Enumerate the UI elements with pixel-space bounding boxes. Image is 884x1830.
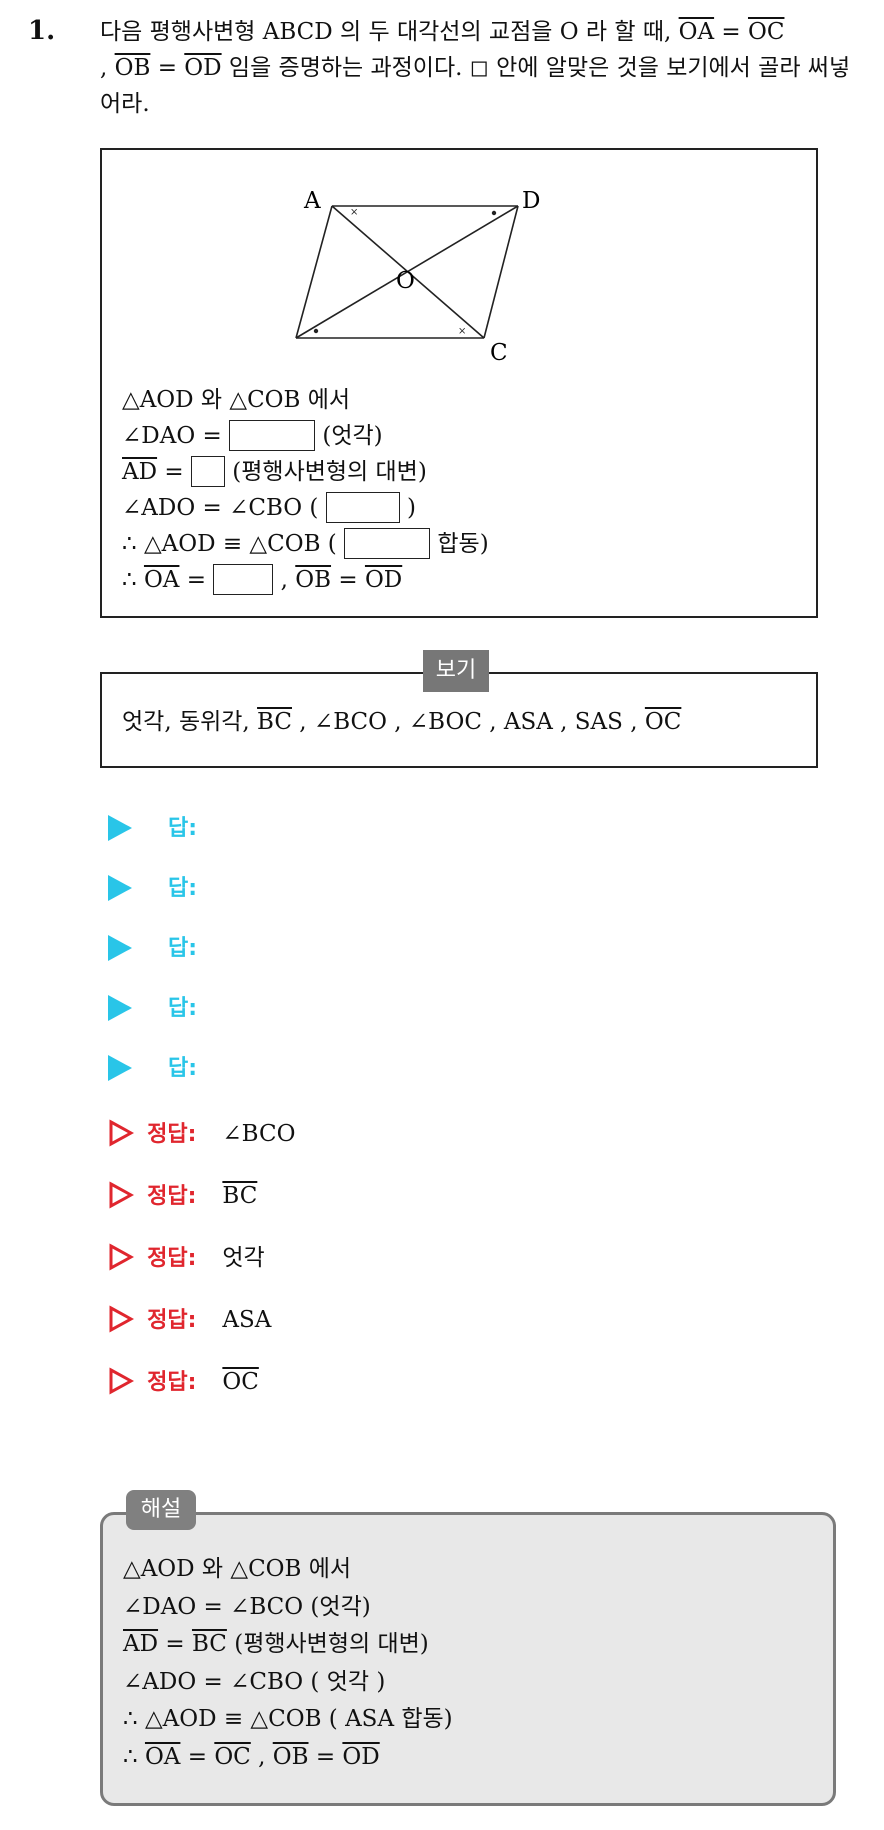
blank-5[interactable] xyxy=(213,564,274,595)
blank-4[interactable] xyxy=(344,528,431,559)
play-arrow-icon xyxy=(108,935,132,961)
angle-mark-a: × xyxy=(350,207,358,218)
proof-line-2: ∠DAO = (엇각) xyxy=(122,418,489,454)
outline-arrow-icon xyxy=(109,1119,134,1147)
parallelogram-diagram: × × A D B C O xyxy=(295,188,540,366)
segment-oc: OC xyxy=(747,19,785,45)
outline-arrow-icon xyxy=(109,1305,134,1333)
outline-arrow-icon xyxy=(109,1367,134,1395)
answer-row[interactable]: 답: xyxy=(108,812,197,846)
correct-answer-row: 정답:BC xyxy=(108,1178,257,1214)
answer-row[interactable]: 답: xyxy=(108,1052,197,1086)
answer-row[interactable]: 답: xyxy=(108,932,197,966)
proof-text: △AOD 와 △COB 에서 ∠DAO = (엇각) AD = (평행사변형의 … xyxy=(122,382,489,598)
equals-sign: = xyxy=(721,19,741,45)
explanation-box: △AOD 와 △COB 에서 ∠DAO = ∠BCO (엇각) AD = BC … xyxy=(100,1512,836,1806)
explanation-label: 해설 xyxy=(126,1490,196,1530)
play-arrow-icon xyxy=(108,1055,132,1081)
proof-line-4: ∠ADO = ∠CBO ( ) xyxy=(122,490,489,526)
vertex-d: D xyxy=(522,188,540,214)
angle-dot-b xyxy=(313,328,319,334)
segment-oa: OA xyxy=(678,19,715,45)
angle-dot-d xyxy=(491,210,497,216)
outline-arrow-icon xyxy=(109,1181,134,1209)
blank-1[interactable] xyxy=(229,420,316,451)
problem-number: 1. xyxy=(28,16,56,46)
diagonal-bd xyxy=(295,205,519,339)
question-tail: 임을 증명하는 과정이다. ◻ 안에 알맞은 것을 보기에서 골라 써넣어라. xyxy=(100,55,851,117)
vertex-a: A xyxy=(303,188,321,214)
answer-row[interactable]: 답: xyxy=(108,872,197,906)
side-ba xyxy=(295,205,333,339)
blank-3[interactable] xyxy=(325,492,400,523)
correct-answer-row: 정답:OC xyxy=(108,1364,259,1400)
angle-mark-c: × xyxy=(458,326,466,337)
vertex-c: C xyxy=(490,340,508,366)
bogi-options: 엇각, 동위각, BC , ∠BCO , ∠BOC , ASA , SAS , … xyxy=(122,709,682,735)
question-text: 다음 평행사변형 ABCD 의 두 대각선의 교점을 O 라 할 때, OA =… xyxy=(100,14,852,122)
bogi-label: 보기 xyxy=(423,650,489,692)
comma: , xyxy=(100,55,108,81)
play-arrow-icon xyxy=(108,995,132,1021)
correct-answer-row: 정답:∠BCO xyxy=(108,1116,295,1152)
proof-line-5: ∴ △AOD ≡ △COB ( 합동) xyxy=(122,526,489,562)
proof-line-3: AD = (평행사변형의 대변) xyxy=(122,454,489,490)
proof-line-1: △AOD 와 △COB 에서 xyxy=(122,387,351,413)
question-intro: 다음 평행사변형 ABCD 의 두 대각선의 교점을 O 라 할 때, xyxy=(100,19,672,45)
point-o: O xyxy=(396,268,415,294)
equals-sign: = xyxy=(157,55,177,81)
correct-answer-row: 정답:엇각 xyxy=(108,1240,265,1276)
segment-ob: OB xyxy=(114,55,151,81)
blank-2[interactable] xyxy=(190,456,225,487)
side-dc xyxy=(483,205,519,339)
correct-answer-row: 정답:ASA xyxy=(108,1302,271,1338)
figure-proof-box: × × A D B C O △AOD 와 △COB 에서 ∠DAO = (엇각)… xyxy=(100,148,818,618)
answer-row[interactable]: 답: xyxy=(108,992,197,1026)
outline-arrow-icon xyxy=(109,1243,134,1271)
segment-od: OD xyxy=(184,55,222,81)
explanation-text: △AOD 와 △COB 에서 ∠DAO = ∠BCO (엇각) AD = BC … xyxy=(123,1556,453,1770)
play-arrow-icon xyxy=(108,815,132,841)
play-arrow-icon xyxy=(108,875,132,901)
proof-line-6: ∴ OA = , OB = OD xyxy=(122,562,489,598)
